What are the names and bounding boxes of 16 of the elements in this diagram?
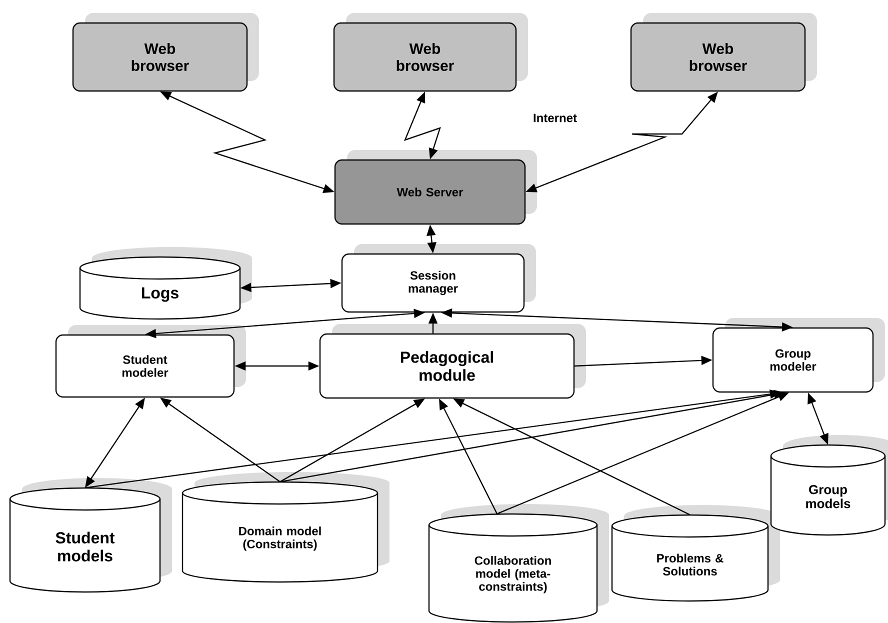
process-box: Web Server xyxy=(334,150,537,225)
storage-cylinder: Group models xyxy=(770,435,888,536)
process-box: Web browser xyxy=(333,13,528,92)
storage-cylinder: Logs xyxy=(79,247,252,320)
process-box: Web browser xyxy=(630,13,817,92)
process-box: Web browser xyxy=(72,13,259,92)
storage-cylinder: Student models xyxy=(9,478,172,593)
node-label: Collaboration model (meta-constraints) xyxy=(474,556,551,594)
process-box: Group modeler xyxy=(712,318,885,393)
network-label: Internet xyxy=(534,114,577,122)
process-box: Pedagogical module xyxy=(319,324,586,399)
storage-cylinder: Problems & Solutions xyxy=(611,505,780,602)
storage-cylinder: Collaboration model (meta-constraints) xyxy=(428,504,609,623)
storage-cylinder: Domain model (Constraints) xyxy=(182,472,390,583)
process-box: Student modeler xyxy=(55,325,246,398)
process-box: Session manager xyxy=(341,244,536,313)
